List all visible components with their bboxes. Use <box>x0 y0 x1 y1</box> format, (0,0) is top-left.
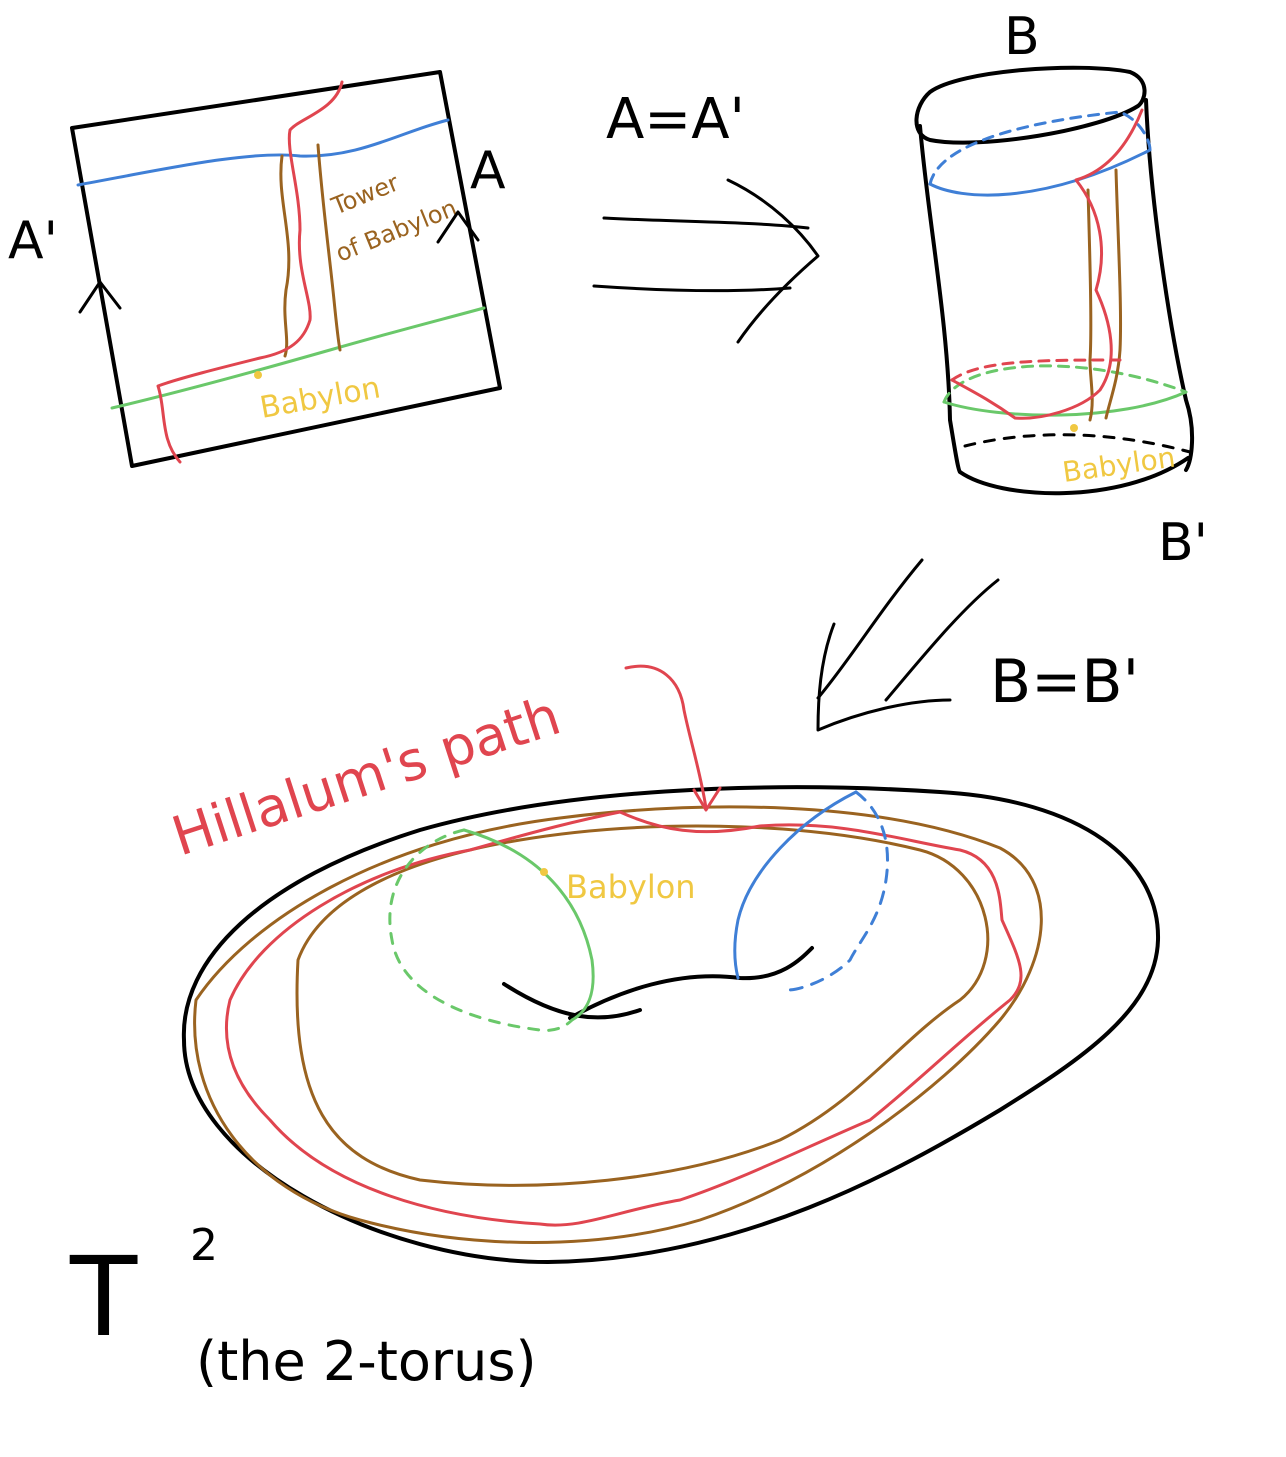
babylon-label-cylinder: Babylon <box>1060 440 1177 488</box>
double-arrow-right-icon <box>592 178 820 344</box>
cylinder-top-ellipse <box>914 65 1147 145</box>
torus-symbol: T 2 <box>69 1220 218 1361</box>
cylinder-right-side <box>1144 98 1195 472</box>
blue-loop-front-torus <box>733 790 858 980</box>
cylinder-left-side <box>918 124 962 474</box>
edge-label-a: A <box>470 141 506 201</box>
edge-label-a-prime: A' <box>8 211 58 271</box>
identify-a-label: A=A' <box>606 87 745 152</box>
tower-inner-loop <box>295 824 990 1187</box>
blue-loop-front <box>928 148 1152 197</box>
blue-loop-back <box>928 110 1152 186</box>
chevron-up-icon <box>78 280 122 314</box>
hillalum-path-torus <box>224 810 1023 1227</box>
identify-b-label: B=B' <box>990 647 1139 717</box>
babylon-dot-cylinder <box>1070 424 1078 432</box>
torus-outline <box>181 785 1161 1264</box>
tower-outer-loop <box>193 805 1043 1244</box>
cylinder-top-label: B <box>1004 7 1040 67</box>
square-outline <box>70 70 502 468</box>
hillalum-path-cylinder <box>950 108 1144 420</box>
babylon-dot-square <box>254 371 262 379</box>
cylinder-panel: Babylon B B' <box>914 7 1208 573</box>
torus-caption: (the 2-torus) <box>196 1330 537 1393</box>
cylinder-bottom-label: B' <box>1158 513 1208 573</box>
cylinder-bottom-front <box>958 456 1190 496</box>
hillalum-path-square <box>156 80 344 464</box>
path-pointer-arrowhead-icon <box>692 786 722 812</box>
tower-label-line1: Tower <box>327 169 403 221</box>
tower-edge-cylinder-left <box>1086 188 1094 422</box>
cylinder-bottom-back <box>963 433 1192 454</box>
torus-panel: Babylon <box>181 785 1161 1264</box>
babylon-dot-torus <box>540 868 548 876</box>
torus-hole-lower <box>502 982 642 1020</box>
blue-loop-square <box>76 118 450 187</box>
torus-hole-upper <box>568 946 814 1020</box>
green-loop-square <box>110 306 486 410</box>
green-loop-back-torus <box>388 828 574 1032</box>
hillalum-path-cylinder-back <box>950 358 1122 382</box>
chevron-up-icon <box>436 210 480 244</box>
blue-loop-back-torus <box>786 790 890 992</box>
square-panel: Babylon Tower of Babylon A' A <box>8 70 506 468</box>
tower-edge-left <box>279 154 291 358</box>
path-pointer-line <box>624 664 708 810</box>
tower-edge-right <box>316 143 342 352</box>
double-arrow-down-left-icon <box>816 558 1000 732</box>
green-loop-front <box>942 390 1188 417</box>
torus-symbol-letter: T <box>69 1233 138 1361</box>
torus-symbol-exponent: 2 <box>190 1220 218 1271</box>
babylon-label-torus: Babylon <box>566 868 696 906</box>
tower-edge-cylinder-right <box>1104 168 1123 420</box>
green-loop-back <box>942 364 1188 404</box>
green-loop-front-torus <box>462 828 595 1022</box>
